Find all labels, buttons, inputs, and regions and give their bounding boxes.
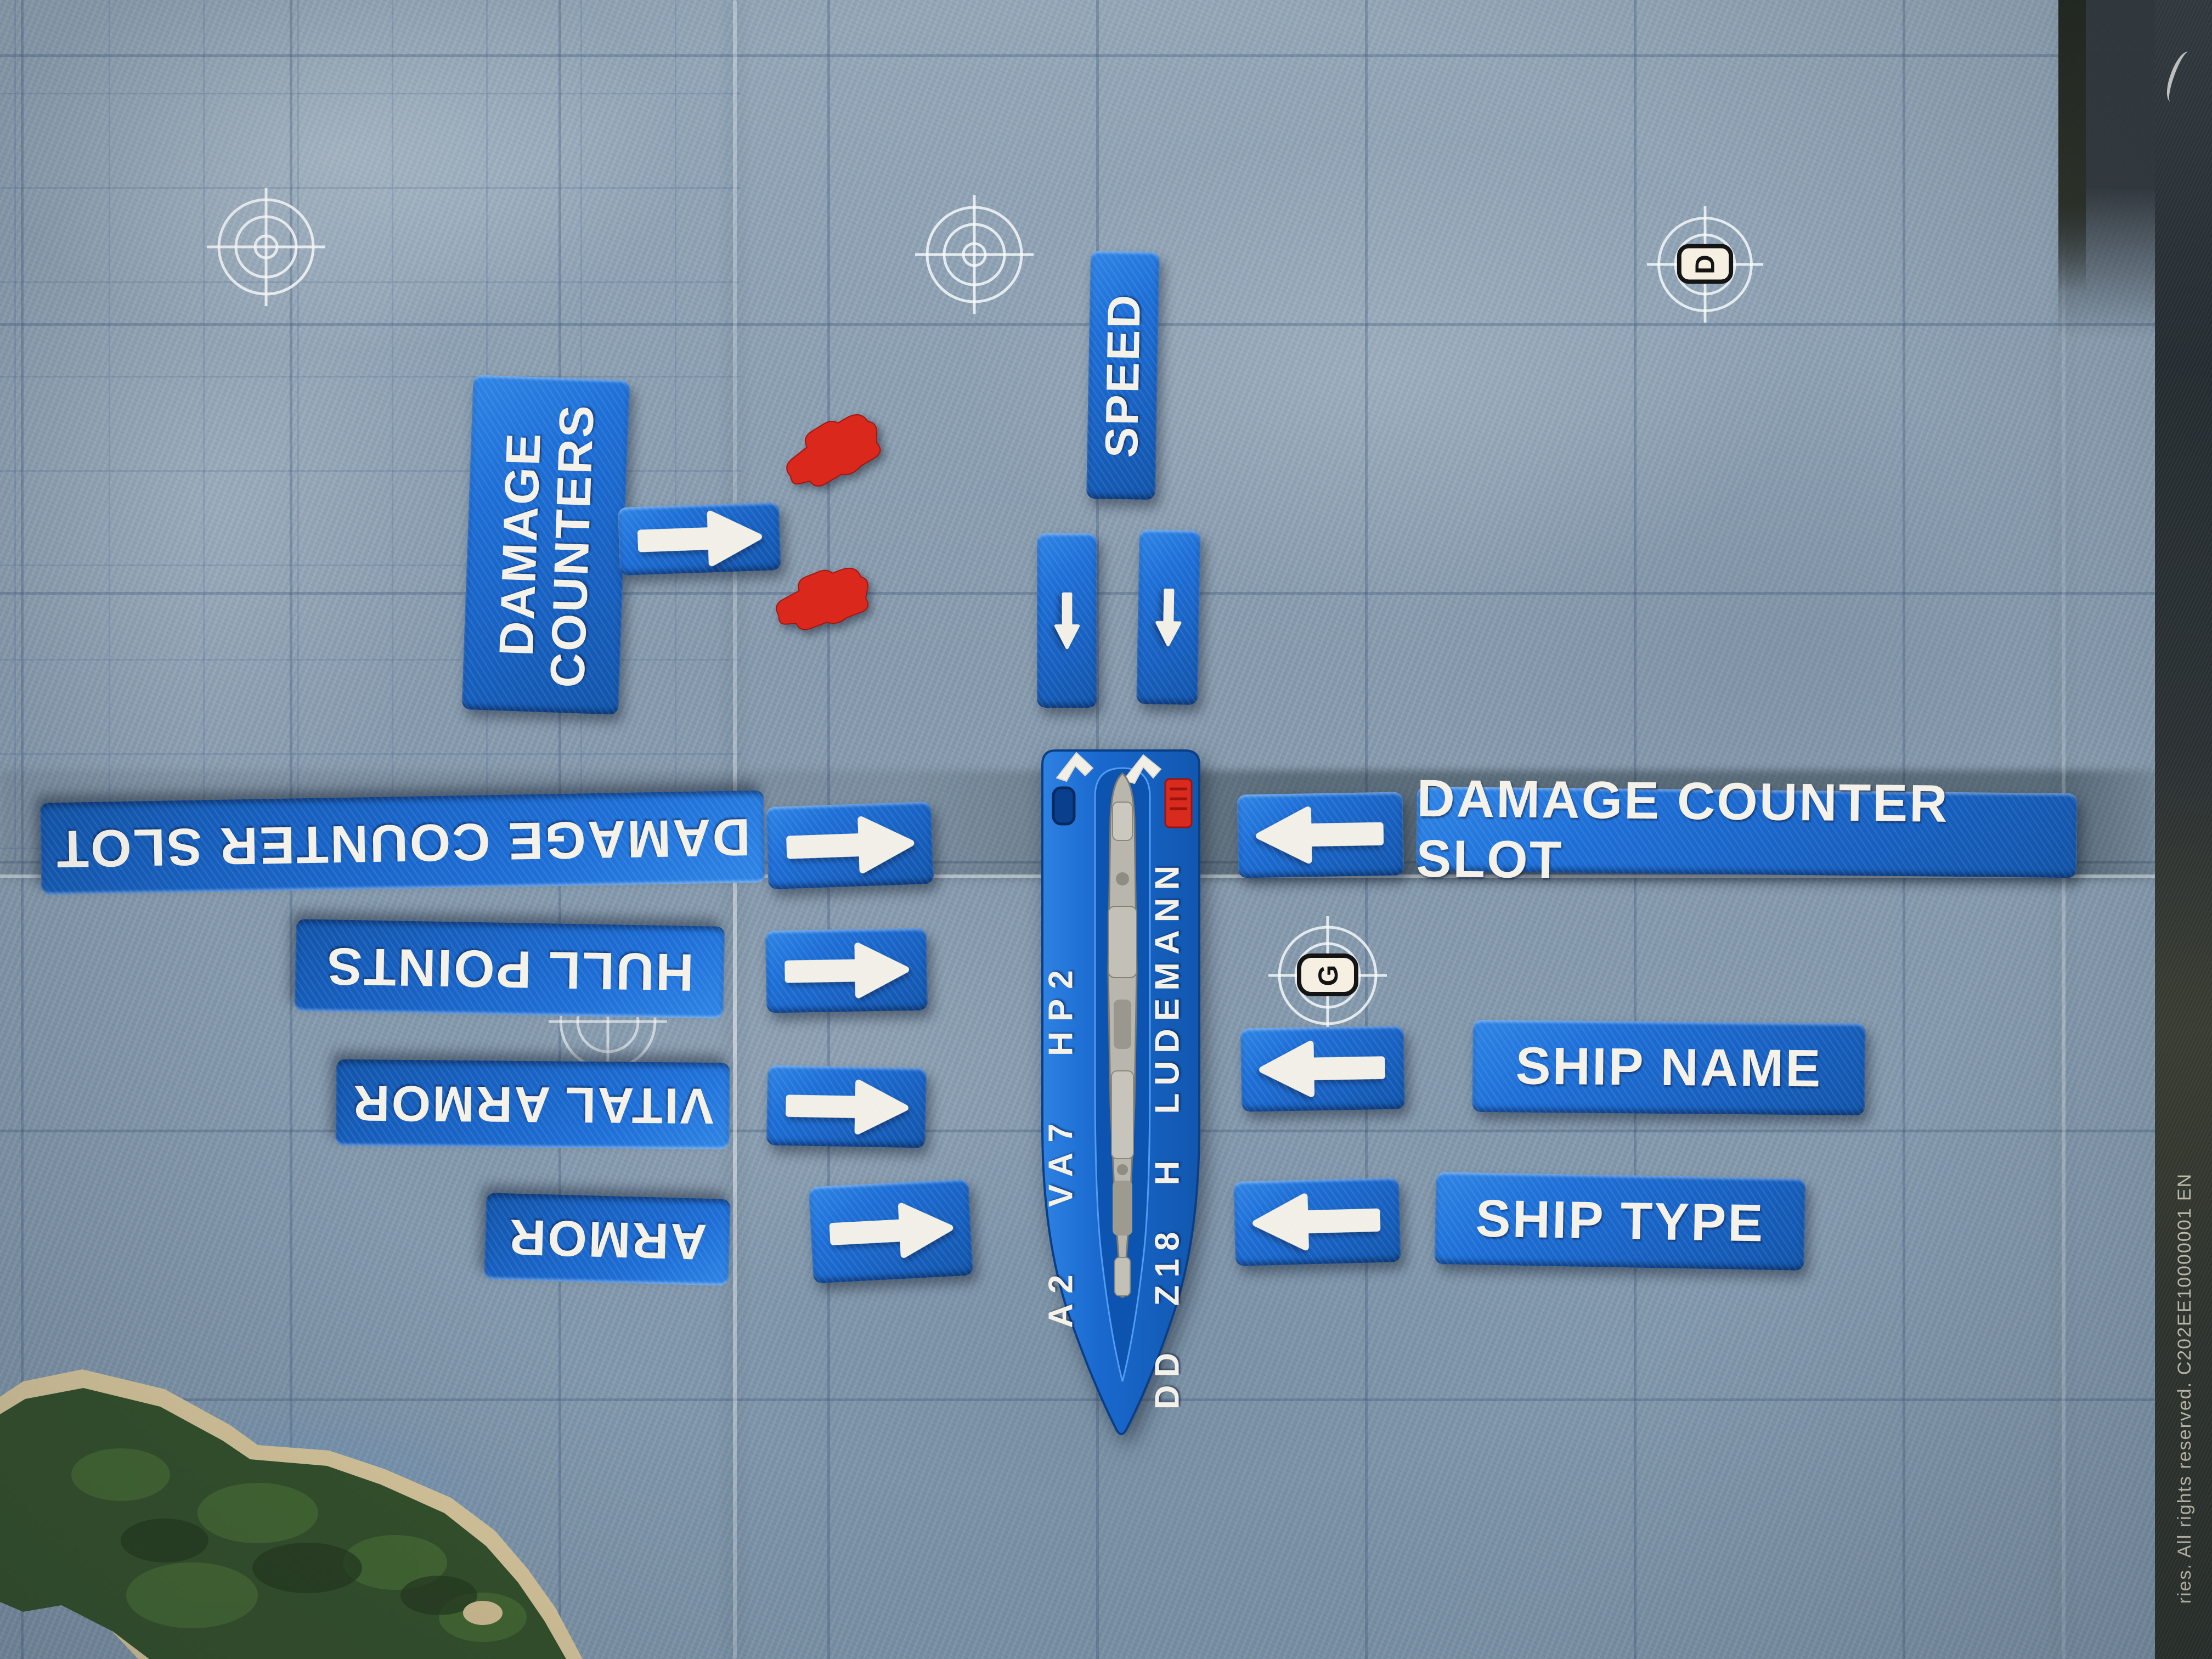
arrow-right-icon	[786, 816, 915, 874]
arrow-down-icon	[1054, 592, 1080, 650]
destroyer-model	[1107, 772, 1138, 1298]
map-edge-strip	[2155, 0, 2212, 1659]
label-text: DAMAGE COUNTER SLOT	[54, 807, 751, 879]
arrow-right-icon	[637, 510, 763, 566]
arrow-left-tile	[1240, 1025, 1406, 1112]
ship-base-name-text: DD Z18 H LUDEMANN	[1135, 830, 1200, 1437]
label-text: SHIP NAME	[1515, 1036, 1822, 1098]
map-grid-fine	[0, 0, 741, 861]
copyright-text-value: ries. All rights reserved. C202EE1000000…	[2174, 1172, 2196, 1604]
island-clearing	[463, 1601, 503, 1625]
arrow-right-tile	[808, 1178, 974, 1284]
armor-label-tile: ARMOR	[484, 1193, 731, 1286]
wake-marks	[1056, 752, 1162, 785]
marker-letter: D	[1691, 255, 1720, 274]
arrow-right-icon	[785, 942, 910, 998]
arrow-down-icon	[1155, 588, 1182, 647]
red-damage-counter	[786, 414, 881, 487]
damage-counter-slot-label-tile: DAMAGE COUNTER SLOT	[40, 790, 766, 895]
arrow-right-tile	[765, 928, 928, 1013]
arrow-left-icon	[1252, 1193, 1381, 1251]
vital-armor-label-tile: VITAL ARMOR	[335, 1059, 730, 1150]
label-text: COUNTERS	[539, 403, 604, 689]
ship-type-label-tile: SHIP TYPE	[1434, 1172, 1806, 1271]
map-reference-marker-g: G	[1268, 916, 1387, 1035]
arrow-right-tile	[765, 801, 934, 890]
hull-points-label-tile: HULL POINTS	[294, 919, 725, 1019]
ship-base	[1041, 749, 1200, 1435]
crosshair-marker-icon	[207, 188, 325, 306]
label-text: SHIP TYPE	[1475, 1189, 1765, 1253]
label-text: SPEED	[1095, 292, 1150, 458]
label-text: HULL POINTS	[325, 936, 695, 1002]
ship-name-value: DD Z18 H LUDEMANN	[1148, 857, 1187, 1409]
arrow-right-icon	[830, 1203, 953, 1259]
arrow-right-tile	[617, 501, 782, 576]
arrow-right-tile	[766, 1065, 927, 1148]
damage-counters-label-tile: DAMAGE COUNTERS	[461, 375, 630, 715]
damage-counter-slot-hole	[1052, 786, 1076, 826]
ship-name-label-tile: SHIP NAME	[1472, 1019, 1866, 1116]
label-text: VITAL ARMOR	[351, 1075, 714, 1135]
label-text: DAMAGE COUNTER SLOT	[1415, 769, 1950, 890]
arrow-right-icon	[786, 1079, 909, 1135]
arrow-down-tile	[1037, 533, 1097, 708]
arrow-down-tile	[1136, 529, 1201, 705]
ship-base-stats-text: A2 VA7 HP2	[1029, 861, 1093, 1426]
arrow-left-icon	[1259, 1041, 1385, 1097]
map-reference-marker-d: D	[1646, 206, 1764, 323]
arrow-left-tile	[1233, 1177, 1401, 1266]
label-text: ARMOR	[507, 1209, 708, 1271]
copyright-text: ries. All rights reserved. C202EE1000000…	[2160, 1114, 2210, 1659]
stats-value: A2 VA7 HP2	[1042, 960, 1080, 1328]
arrow-left-icon	[1256, 806, 1384, 864]
marker-letter: G	[1313, 965, 1344, 986]
red-damage-peg	[1164, 778, 1193, 828]
crosshair-marker-icon	[915, 195, 1034, 314]
arrow-left-tile	[1237, 792, 1404, 878]
island	[0, 1369, 583, 1659]
damage-counter-slot-label-tile: DAMAGE COUNTER SLOT	[1416, 769, 2078, 889]
speed-label-tile: SPEED	[1086, 250, 1160, 500]
red-damage-counter	[776, 567, 868, 630]
